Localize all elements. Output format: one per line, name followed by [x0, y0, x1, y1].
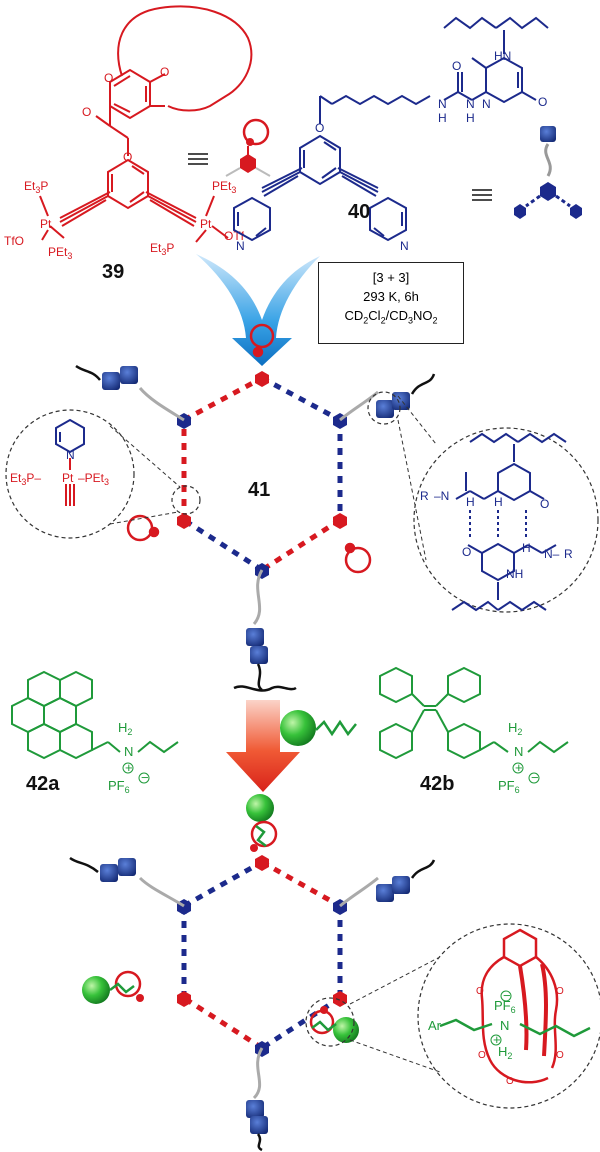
right-et3p-label: Et3P — [150, 241, 174, 257]
svg-text:O: O — [82, 105, 91, 119]
left-pt-label: Pt — [40, 217, 52, 231]
svg-text:R: R — [420, 489, 429, 503]
zoom-inset-pt-pyridine: N Et3P– Pt –PEt3 — [5, 409, 201, 539]
compound-40-number: 40 — [348, 201, 370, 223]
compound-39-cartoon-icon — [225, 118, 271, 177]
svg-text:O: O — [315, 121, 324, 135]
guest-cartoon-icon — [280, 710, 357, 746]
left-tfo-label: TfO — [4, 234, 24, 248]
svg-text:O: O — [506, 1076, 514, 1087]
svg-text:+: + — [515, 760, 523, 775]
reaction-conditions-box: [3 + 3] 293 K, 6h CD2Cl2/CD3NO2 — [318, 262, 464, 344]
compound-39-structure — [39, 5, 253, 243]
upy-arms-bottom — [69, 856, 436, 1152]
svg-text:H: H — [494, 495, 503, 509]
compound-42a-number: 42a — [26, 773, 60, 795]
conditions-solvent: CD2Cl2/CD3NO2 — [344, 308, 438, 326]
42b-h2-label: H2 — [508, 720, 522, 737]
svg-text:O: O — [160, 65, 169, 79]
threaded-guests — [82, 794, 359, 1043]
svg-text:H: H — [466, 495, 475, 509]
svg-text:H: H — [438, 111, 447, 125]
svg-text:O: O — [478, 1050, 486, 1061]
compound-39-atom-labels: O O O O Et3P Pt TfO PEt3 PEt3 Pt OTf Et3… — [4, 65, 245, 261]
svg-text:N: N — [236, 239, 245, 253]
compound-42b-number: 42b — [420, 773, 454, 795]
svg-text:N: N — [400, 239, 409, 253]
svg-text:O: O — [540, 497, 549, 511]
compound-42b-labels: H2 N + PF6 − — [498, 720, 540, 795]
compound-42a-labels: H2 N + PF6 − — [108, 720, 150, 795]
addition-arrow-red — [226, 700, 300, 792]
svg-text:+: + — [493, 1032, 501, 1047]
equivalence-sign-40 — [472, 189, 492, 201]
svg-text:O: O — [556, 986, 564, 997]
inset-n-label: N — [500, 1018, 509, 1033]
svg-text:+: + — [125, 760, 133, 775]
svg-text:N: N — [66, 448, 75, 462]
compound-41-number: 41 — [248, 479, 270, 501]
svg-text:Pt: Pt — [62, 471, 74, 485]
svg-text:O: O — [104, 71, 113, 85]
compound-40-atom-labels: O HN O O N H N H N N N — [236, 49, 547, 253]
svg-text:−: − — [531, 770, 539, 785]
svg-text:N: N — [482, 97, 491, 111]
compound-42b-structure — [379, 666, 569, 760]
conditions-stoichiometry: [3 + 3] — [372, 270, 410, 285]
upy-arms-41 — [75, 364, 436, 692]
ester-oxygen-label: O — [123, 150, 132, 164]
conditions-temperature-time: 293 K, 6h — [363, 289, 419, 304]
svg-text:N: N — [438, 97, 447, 111]
svg-text:−: − — [503, 988, 511, 1003]
compound-42a-structure — [11, 670, 179, 760]
42b-n-label: N — [514, 744, 523, 759]
42a-h2-label: H2 — [118, 720, 132, 737]
host-guest-hexagon — [177, 855, 347, 1057]
compound-40-cartoon-icon — [514, 126, 582, 219]
svg-text:O: O — [556, 1050, 564, 1061]
42a-pf6-label: PF6 — [108, 778, 130, 795]
compound-39-number: 39 — [102, 261, 124, 283]
svg-text:–PEt3: –PEt3 — [78, 471, 109, 487]
merge-arrow-blue — [196, 254, 320, 366]
svg-text:H: H — [522, 541, 531, 555]
left-pet3-label: PEt3 — [48, 245, 72, 261]
42a-n-label: N — [124, 744, 133, 759]
crown-ether-loops-41 — [126, 323, 372, 574]
right-pet3-label: PEt3 — [212, 179, 236, 195]
inset-ar-label: Ar — [428, 1018, 442, 1033]
svg-text:H: H — [466, 111, 475, 125]
zoom-inset-upy-dimer: R –N H H O O NH H N– R — [367, 391, 599, 613]
svg-text:R: R — [564, 547, 573, 561]
equivalence-sign-39 — [188, 153, 208, 165]
svg-text:NH: NH — [506, 567, 523, 581]
inset-pf6-label: PF6 — [494, 998, 516, 1015]
svg-text:O: O — [462, 545, 471, 559]
svg-text:−: − — [141, 770, 149, 785]
left-et3p-label: Et3P — [24, 179, 48, 195]
zoom-inset-crown-ammonium: O O O O O Ar PF6 − N + H2 — [305, 923, 600, 1109]
metallacycle-41-hexagon — [177, 371, 347, 579]
svg-text:N: N — [466, 97, 475, 111]
42b-pf6-label: PF6 — [498, 778, 520, 795]
svg-text:N–: N– — [544, 547, 560, 561]
svg-text:O: O — [452, 59, 461, 73]
compound-40-structure — [233, 16, 549, 242]
svg-text:O: O — [538, 95, 547, 109]
right-pt-label: Pt — [200, 217, 212, 231]
svg-text:O: O — [476, 986, 484, 997]
svg-text:HN: HN — [494, 49, 511, 63]
svg-text:–N: –N — [434, 489, 449, 503]
svg-text:Et3P–: Et3P– — [10, 471, 41, 487]
